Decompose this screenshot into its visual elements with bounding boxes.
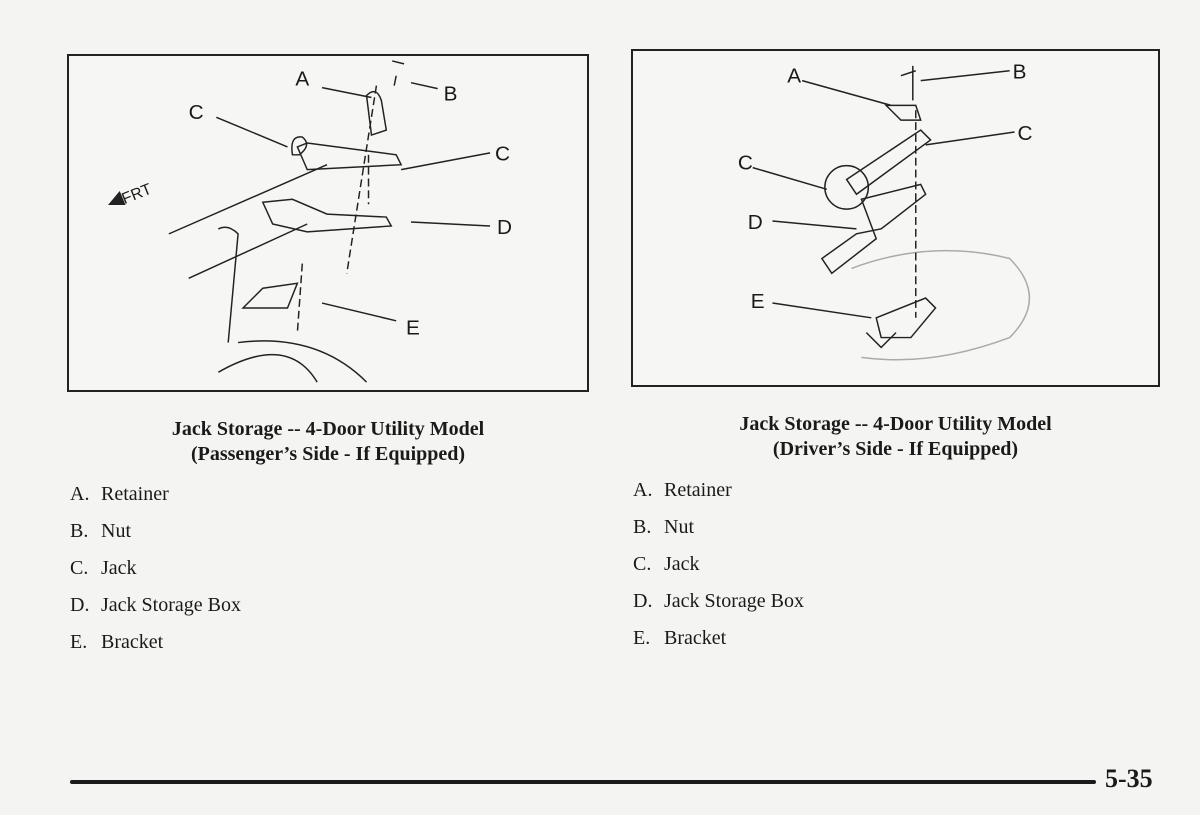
front-direction-label: FRT: [120, 181, 155, 208]
page-number: 5-35: [1105, 764, 1153, 793]
jack-illustration-passenger: A B C C D E FRT: [108, 60, 512, 383]
legend-item: E. Bracket: [633, 620, 804, 657]
figure-caption-passenger: Jack Storage -- 4-Door Utility Model (Pa…: [67, 417, 589, 467]
legend-text: Nut: [101, 520, 131, 542]
figure-caption-driver: Jack Storage -- 4-Door Utility Model (Dr…: [631, 412, 1160, 462]
caption-title: Jack Storage -- 4-Door Utility Model: [171, 418, 485, 440]
caption-title: Jack Storage -- 4-Door Utility Model: [739, 413, 1052, 435]
legend-item: A. Retainer: [70, 476, 241, 513]
legend-key: C.: [633, 553, 652, 575]
callout-b: B: [1013, 61, 1027, 84]
legend-item: A. Retainer: [633, 472, 804, 509]
callout-c-right: C: [1018, 122, 1033, 145]
callout-c-left: C: [189, 101, 204, 124]
legend-text: Jack Storage Box: [664, 590, 804, 612]
legend-text: Bracket: [101, 631, 164, 653]
callout-d: D: [748, 211, 763, 234]
driver-side-jack-diagram: A B C C D E: [631, 49, 1160, 387]
footer-rule: [70, 780, 1096, 784]
callout-c-left: C: [738, 152, 753, 175]
callout-a: A: [787, 65, 801, 88]
legend-key: E.: [70, 631, 88, 653]
legend-text: Nut: [664, 516, 694, 538]
legend-item: C. Jack: [633, 546, 804, 583]
callout-d: D: [497, 216, 512, 239]
legend-text: Jack Storage Box: [101, 594, 241, 616]
legend-item: D. Jack Storage Box: [70, 587, 241, 624]
legend-text: Jack: [101, 557, 137, 579]
legend-key: A.: [633, 479, 653, 501]
legend-list-passenger: A. Retainer B. Nut C. Jack D. Jack Storage B…: [70, 476, 241, 661]
jack-illustration-driver: A B C C D E: [738, 61, 1033, 361]
callout-a: A: [295, 68, 309, 91]
callout-e: E: [406, 317, 420, 340]
caption-subtitle: (Driver’s Side - If Equipped): [772, 438, 1019, 460]
legend-key: A.: [70, 483, 90, 505]
legend-key: D.: [70, 594, 90, 616]
callout-c-right: C: [495, 143, 510, 166]
passenger-side-jack-diagram: A B C C D E FRT: [67, 54, 589, 392]
legend-text: Bracket: [664, 627, 727, 649]
callout-b: B: [444, 82, 458, 105]
legend-key: E.: [633, 627, 651, 649]
legend-key: B.: [633, 516, 652, 538]
legend-text: Retainer: [101, 483, 169, 505]
legend-item: D. Jack Storage Box: [633, 583, 804, 620]
legend-key: B.: [70, 520, 89, 542]
callout-e: E: [751, 290, 765, 313]
legend-list-driver: A. Retainer B. Nut C. Jack D. Jack Storage B…: [633, 472, 804, 657]
legend-text: Retainer: [664, 479, 732, 501]
legend-item: B. Nut: [70, 513, 241, 550]
legend-item: B. Nut: [633, 509, 804, 546]
legend-item: C. Jack: [70, 550, 241, 587]
legend-key: D.: [633, 590, 653, 612]
legend-key: C.: [70, 557, 89, 579]
caption-subtitle: (Passenger’s Side - If Equipped): [190, 443, 466, 465]
legend-item: E. Bracket: [70, 624, 241, 661]
legend-text: Jack: [664, 553, 700, 575]
